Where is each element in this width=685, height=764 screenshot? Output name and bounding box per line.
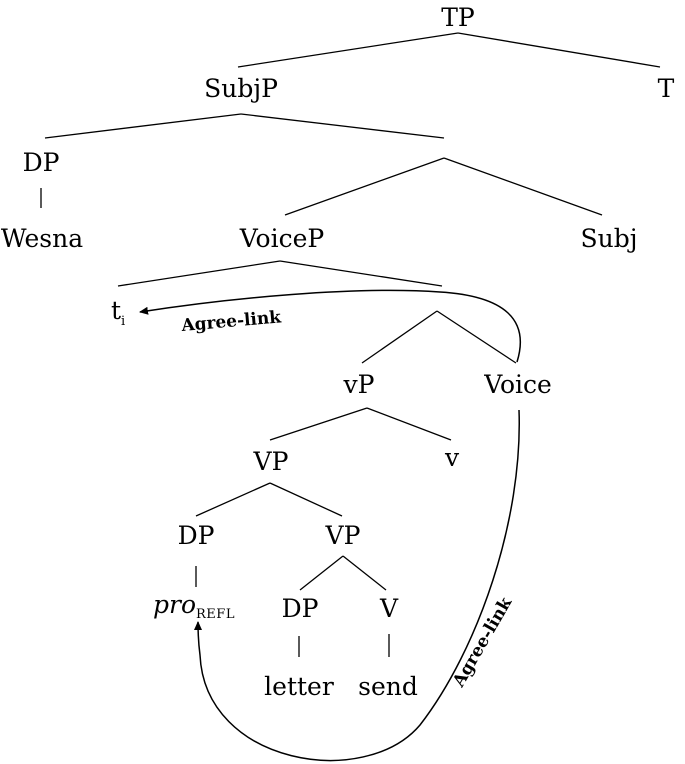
edge-bar-subj bbox=[443, 157, 603, 216]
edge-vp-v bbox=[366, 407, 452, 441]
edge-bar-vp bbox=[361, 310, 438, 364]
node-voice: Voice bbox=[483, 370, 552, 399]
node-vp-lower: VP bbox=[325, 521, 361, 550]
edge-vp-dp bbox=[195, 482, 271, 517]
node-dp-subject: DP bbox=[23, 148, 60, 177]
trace-letter: t bbox=[111, 296, 121, 325]
edge-vplower-dp bbox=[299, 555, 344, 591]
node-voicep: VoiceP bbox=[239, 224, 324, 253]
agree-link-upper-label: Agree-link bbox=[180, 307, 283, 336]
edge-voicep-bar bbox=[279, 260, 443, 287]
node-wesna: Wesna bbox=[1, 224, 83, 253]
node-v-verb: V bbox=[379, 594, 399, 623]
pro-word: pro bbox=[153, 590, 196, 619]
edge-vp-vp bbox=[269, 407, 368, 441]
node-subj: Subj bbox=[581, 224, 638, 253]
edge-bar-voice bbox=[436, 310, 517, 364]
node-pro-refl: proREFL bbox=[153, 590, 235, 622]
pro-subscript: REFL bbox=[196, 607, 235, 622]
node-letter: letter bbox=[264, 672, 334, 701]
node-subjp: SubjP bbox=[204, 74, 278, 103]
edge-tp-t bbox=[457, 32, 661, 68]
agree-link-upper-arrow bbox=[139, 289, 522, 363]
node-t: T bbox=[658, 74, 675, 103]
edge-subjp-bar bbox=[240, 113, 445, 139]
node-v-small: v bbox=[444, 443, 460, 472]
node-dp-object: DP bbox=[282, 594, 319, 623]
node-send: send bbox=[358, 672, 418, 701]
node-dp-pro: DP bbox=[178, 521, 215, 550]
node-tp: TP bbox=[441, 3, 475, 32]
node-vp-upper: VP bbox=[253, 447, 289, 476]
edge-vp-vplower bbox=[269, 482, 343, 517]
node-trace: ti bbox=[111, 296, 125, 329]
edge-voicep-trace bbox=[117, 260, 281, 287]
agree-link-lower-arrow bbox=[194, 409, 520, 762]
edge-vplower-v bbox=[342, 555, 387, 591]
edge-bar-voicep bbox=[284, 157, 445, 216]
tree-nodes: TP SubjP T DP Wesna VoiceP Subj ti vP Vo… bbox=[1, 3, 675, 701]
tree-edges bbox=[40, 32, 661, 657]
node-vp-small: vP bbox=[343, 370, 375, 399]
trace-index: i bbox=[121, 314, 125, 329]
edge-subjp-dp bbox=[44, 113, 242, 139]
edge-tp-subjp bbox=[237, 32, 459, 68]
agree-link-arcs bbox=[139, 289, 522, 762]
